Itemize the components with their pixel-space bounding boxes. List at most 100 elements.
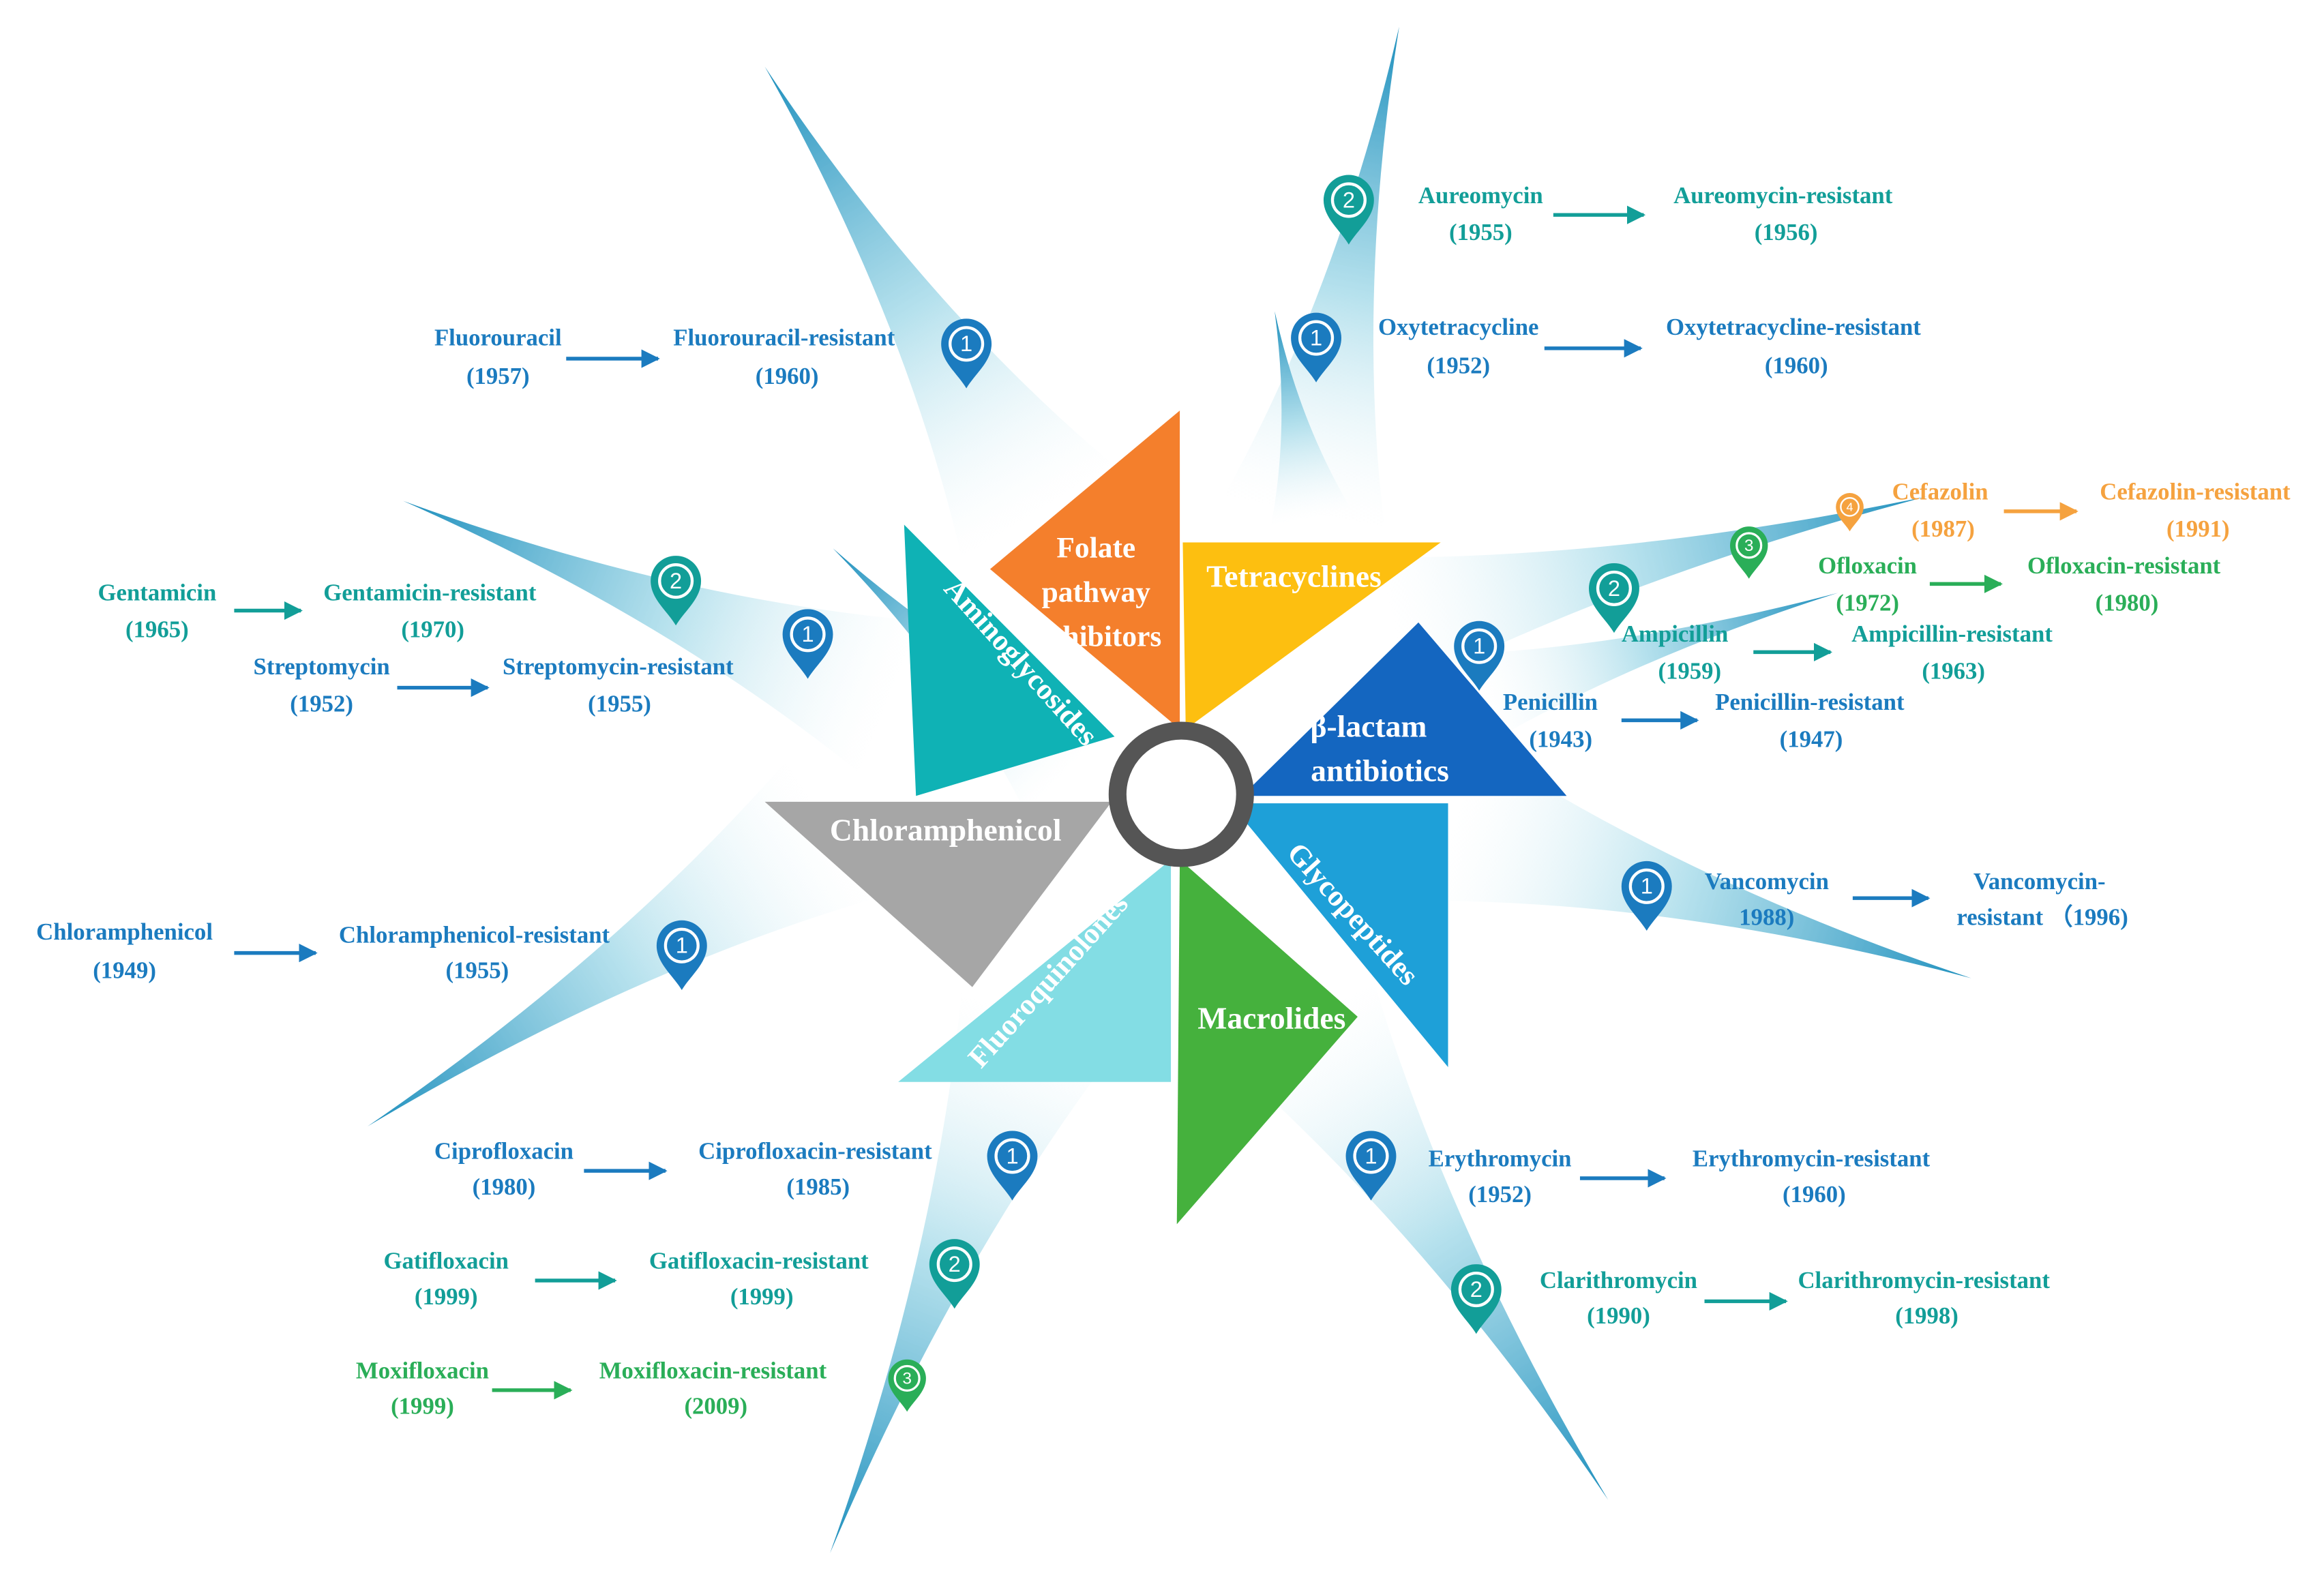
resistant-year: (2009): [684, 1393, 747, 1420]
entry-erythromycin: Erythromycin(1952)Erythromycin-resistant…: [1429, 1146, 1931, 1208]
resistant-name: Clarithromycin-resistant: [1798, 1267, 2050, 1293]
resistant-year: (1960): [1765, 353, 1828, 379]
pin-vancomycin-marker: 1: [1621, 861, 1672, 931]
drug-name: Chloramphenicol: [36, 918, 213, 945]
drug-name: Gentamicin: [98, 579, 216, 605]
entry-aureomycin: Aureomycin(1955)Aureomycin-resistant(195…: [1418, 182, 1893, 245]
resistant-year: (1998): [1895, 1302, 1958, 1329]
pin-number: 2: [1470, 1276, 1483, 1302]
class-label-chloramphenicol: Chloramphenicol: [830, 812, 1062, 847]
spike: [403, 500, 920, 773]
spike: [1429, 744, 1971, 978]
resistant-name: Cefazolin-resistant: [2100, 479, 2291, 505]
entry-chloramphenicol: Chloramphenicol(1949)Chloramphenicol-res…: [36, 918, 610, 984]
resistant-year: (1956): [1755, 219, 1818, 245]
resistant-year: (1947): [1780, 725, 1843, 752]
entry-oxytetracycline: Oxytetracycline(1952)Oxytetracycline-res…: [1378, 314, 1921, 379]
resistant-name: Gatifloxacin-resistant: [649, 1248, 869, 1274]
pin-number: 2: [1608, 575, 1620, 601]
resistant-year: resistant （1996): [1956, 903, 2128, 930]
pin-number: 1: [1365, 1143, 1377, 1168]
drug-name: Clarithromycin: [1540, 1267, 1697, 1293]
pin-gatifloxacin-marker: 2: [929, 1239, 980, 1309]
drug-year: (1990): [1587, 1302, 1650, 1329]
resistant-name: Ciprofloxacin-resistant: [698, 1138, 932, 1165]
entry-gentamicin: Gentamicin(1965)Gentamicin-resistant(197…: [98, 579, 536, 642]
pin-aureomycin-marker: 2: [1323, 175, 1374, 245]
pin-number: 1: [801, 621, 814, 646]
pin-ofloxacin-marker: 3: [1730, 526, 1768, 579]
drug-name: Oxytetracycline: [1378, 314, 1539, 340]
entry-penicillin: Penicillin(1943)Penicillin-resistant(194…: [1503, 689, 1905, 752]
drug-name: Ampicillin: [1622, 620, 1728, 647]
pin-number: 1: [1310, 325, 1322, 350]
pin-gentamicin-marker: 2: [651, 556, 702, 626]
resistant-name: Vancomycin-: [1973, 868, 2106, 895]
resistant-name: Aureomycin-resistant: [1673, 182, 1893, 209]
spike: [1270, 311, 1353, 526]
drug-year: (1949): [93, 957, 156, 984]
pin-number: 3: [1744, 537, 1754, 555]
pin-clarithromycin-marker: 2: [1450, 1264, 1502, 1334]
wedge-folate-pathway-inhibitors: [989, 410, 1180, 730]
wedge-tetracyclines: [1182, 542, 1441, 730]
drug-name: Vancomycin: [1705, 868, 1829, 895]
resistant-year: (1960): [756, 363, 819, 389]
resistant-name: Gentamicin-resistant: [323, 579, 537, 605]
resistant-year: (1985): [786, 1173, 850, 1200]
class-label-folate: Folate pathway inhibitors: [1038, 531, 1161, 653]
entry-ciprofloxacin: Ciprofloxacin (1980) Ciprofloxacin-resista…: [434, 1138, 932, 1200]
drug-year: (1999): [415, 1283, 478, 1310]
center-ring: [1108, 721, 1254, 867]
entry-cefazolin: Cefazolin(1987)Cefazolin-resistant(1991): [1892, 479, 2291, 542]
drug-name: Ofloxacin: [1818, 552, 1917, 579]
pin-number: 4: [1847, 500, 1853, 513]
pin-number: 1: [1006, 1143, 1018, 1168]
drug-year: (1999): [391, 1393, 454, 1420]
entry-gatifloxacin: Gatifloxacin (1999) Gatifloxacin-resistant…: [383, 1248, 869, 1310]
wedge-fluoroquinolones: [898, 859, 1172, 1082]
pin-number: 2: [949, 1251, 961, 1276]
resistant-name: Ofloxacin-resistant: [2027, 552, 2221, 579]
drug-name: Ciprofloxacin: [434, 1138, 573, 1165]
entry-clarithromycin: Clarithromycin (1990) Clarithromycin-resis…: [1540, 1267, 2050, 1329]
spike: [1470, 593, 1838, 740]
pin-ampicillin-marker: 2: [1588, 563, 1639, 633]
drug-name: Streptomycin: [254, 653, 390, 680]
pin-ciprofloxacin-marker: 1: [987, 1131, 1038, 1201]
pin-erythromycin-marker: 1: [1345, 1131, 1397, 1201]
resistant-name: Erythromycin-resistant: [1693, 1146, 1931, 1172]
resistant-name: Moxifloxacin-resistant: [599, 1357, 827, 1383]
drug-year: (1972): [1836, 590, 1899, 616]
drug-name: Gatifloxacin: [383, 1248, 508, 1274]
drug-year: (1952): [290, 690, 353, 717]
resistant-name: Oxytetracycline-resistant: [1666, 314, 1921, 340]
spike: [368, 761, 874, 1126]
pin-number: 1: [960, 331, 972, 356]
drug-name: Aureomycin: [1418, 182, 1543, 209]
drug-year: (1980): [473, 1173, 536, 1200]
drug-year: 1988): [1739, 903, 1794, 930]
wedge-chloramphenicol: [764, 801, 1112, 987]
resistant-year: (1970): [401, 616, 464, 643]
pin-number: 1: [1473, 633, 1485, 659]
resistant-year: (1999): [730, 1283, 794, 1310]
drug-entries: Fluorouracil(1957)Fluorouracil-resistant…: [36, 182, 2291, 1420]
pin-oxytetracycline-marker: 1: [1291, 312, 1342, 383]
pin-number: 3: [902, 1370, 912, 1388]
drug-name: Cefazolin: [1892, 479, 1988, 505]
resistant-year: (1980): [2096, 590, 2159, 616]
drug-name: Erythromycin: [1429, 1146, 1572, 1172]
class-label-beta-lactam: β-lactam antibiotics: [1310, 708, 1448, 788]
drug-year: (1943): [1529, 725, 1592, 752]
pin-chloramphenicol-marker: 1: [656, 920, 707, 990]
resistant-year: (1955): [446, 957, 509, 984]
entry-streptomycin: Streptomycin (1952) Streptomycin-resistant…: [254, 653, 734, 717]
class-label-tetracyclines: Tetracyclines: [1206, 559, 1382, 594]
entry-ofloxacin: Ofloxacin (1972) Ofloxacin-resistant (1980): [1818, 552, 2220, 616]
drug-name: Moxifloxacin: [356, 1357, 489, 1383]
drug-year: (1957): [466, 363, 530, 389]
resistant-name: Streptomycin-resistant: [503, 653, 734, 680]
